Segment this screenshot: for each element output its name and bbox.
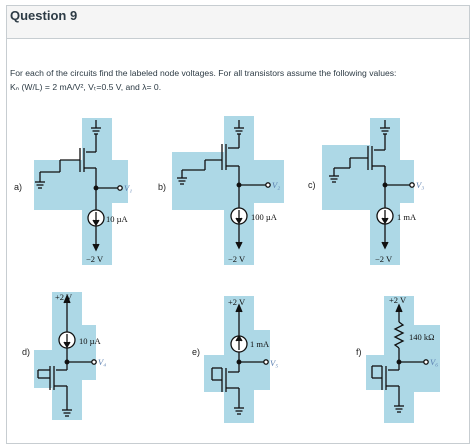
label-b: b)	[158, 182, 166, 192]
current-c: 1 mA	[397, 212, 417, 222]
supply-f: +2 V	[389, 295, 407, 305]
supply-c: −2 V	[375, 254, 393, 264]
circuit-f	[366, 296, 440, 423]
label-e: e)	[192, 347, 200, 357]
circuit-d	[34, 292, 97, 420]
node-v1: V₁	[124, 183, 132, 193]
supply-a: −2 V	[86, 254, 104, 264]
current-a: 10 µA	[106, 214, 129, 224]
resistor-f: 140 kΩ	[409, 332, 434, 342]
label-d: d)	[22, 347, 30, 357]
node-v6: V₆	[430, 357, 438, 367]
supply-e: +2 V	[228, 297, 246, 307]
supply-d: +2 V	[55, 292, 73, 302]
question-prompt: For each of the circuits find the labele…	[10, 68, 397, 78]
node-v5: V₅	[270, 358, 278, 368]
circuit-e	[204, 296, 270, 423]
question-header	[7, 6, 469, 39]
label-f: f)	[356, 347, 362, 357]
circuit-b	[172, 116, 284, 265]
node-v3: V₃	[416, 180, 424, 190]
node-v4: V₄	[98, 357, 106, 367]
circuit-c	[322, 118, 415, 265]
label-a: a)	[14, 182, 22, 192]
current-b: 100 µA	[251, 212, 278, 222]
current-d: 10 µA	[79, 336, 102, 346]
circuit-a	[34, 118, 128, 265]
supply-b: −2 V	[228, 254, 246, 264]
question-params: Kₙ (W/L) = 2 mA/V², Vₜ=0.5 V, and λ= 0.	[10, 82, 162, 92]
label-c: c)	[308, 180, 316, 190]
current-e: 1 mA	[250, 339, 270, 349]
question-title: Question 9	[10, 8, 78, 23]
node-v2: V₂	[272, 180, 280, 190]
